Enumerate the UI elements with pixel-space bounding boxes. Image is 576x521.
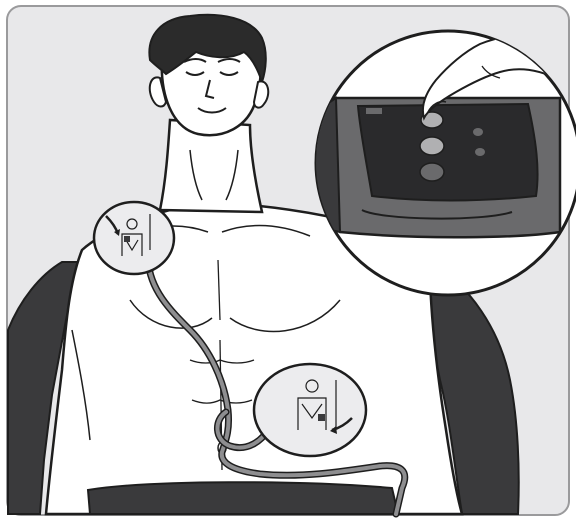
aed-indicator-2 xyxy=(475,148,485,156)
aed-indicator-1 xyxy=(473,128,483,136)
upper-pad xyxy=(94,202,174,274)
aed-button-lower xyxy=(420,163,444,181)
aed-control-panel xyxy=(358,104,538,201)
pants xyxy=(88,482,398,514)
aed-display-slot xyxy=(366,108,382,114)
lower-pad xyxy=(254,364,366,456)
aed-button-middle xyxy=(420,137,444,155)
